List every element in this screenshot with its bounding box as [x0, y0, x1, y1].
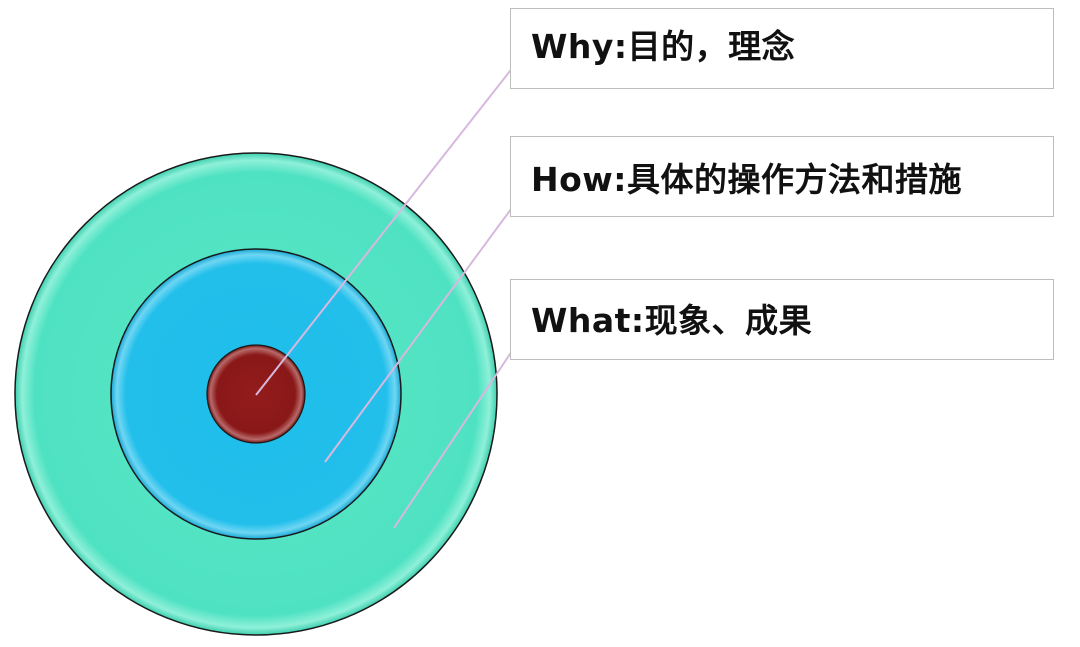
what-label: What:现象、成果 — [531, 300, 813, 340]
what-label-box: What:现象、成果 — [510, 279, 1054, 360]
how-label: How:具体的操作方法和措施 — [531, 159, 962, 199]
why-label: Why:目的，理念 — [531, 26, 796, 66]
why-label-box: Why:目的，理念 — [510, 8, 1054, 89]
how-label-box: How:具体的操作方法和措施 — [510, 136, 1054, 217]
